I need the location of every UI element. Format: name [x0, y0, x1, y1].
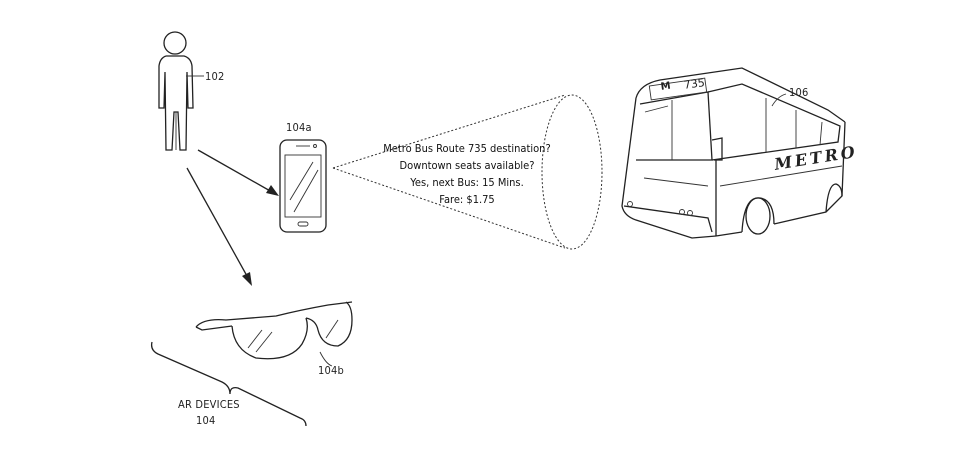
arrow-to-glasses [186, 167, 252, 286]
metro-bus [621, 67, 846, 239]
ar-devices-title: AR DEVICES [178, 398, 240, 411]
arrow-to-phone [197, 149, 279, 196]
information-cone [332, 94, 603, 250]
person-label: 102 [205, 70, 225, 83]
smartphone [279, 139, 327, 233]
phone-label: 104a [286, 121, 312, 134]
bubble-line-question: Metro Bus Route 735 destination? [383, 142, 551, 155]
bus-route-prefix: M [660, 80, 672, 93]
bubble-line-next-bus: Yes, next Bus: 15 Mins. [410, 176, 524, 189]
bubble-line-seats: Downtown seats available? [399, 159, 535, 172]
ar-devices-brace [150, 341, 307, 427]
bus-label: 106 [789, 86, 809, 99]
ar-glasses [195, 301, 353, 367]
glasses-label: 104b [318, 364, 344, 377]
bubble-line-fare: Fare: $1.75 [439, 193, 495, 206]
person-figure [158, 31, 200, 151]
query-bubble: Metro Bus Route 735 destination? Downtow… [372, 140, 562, 208]
ar-devices-number: 104 [196, 414, 216, 427]
